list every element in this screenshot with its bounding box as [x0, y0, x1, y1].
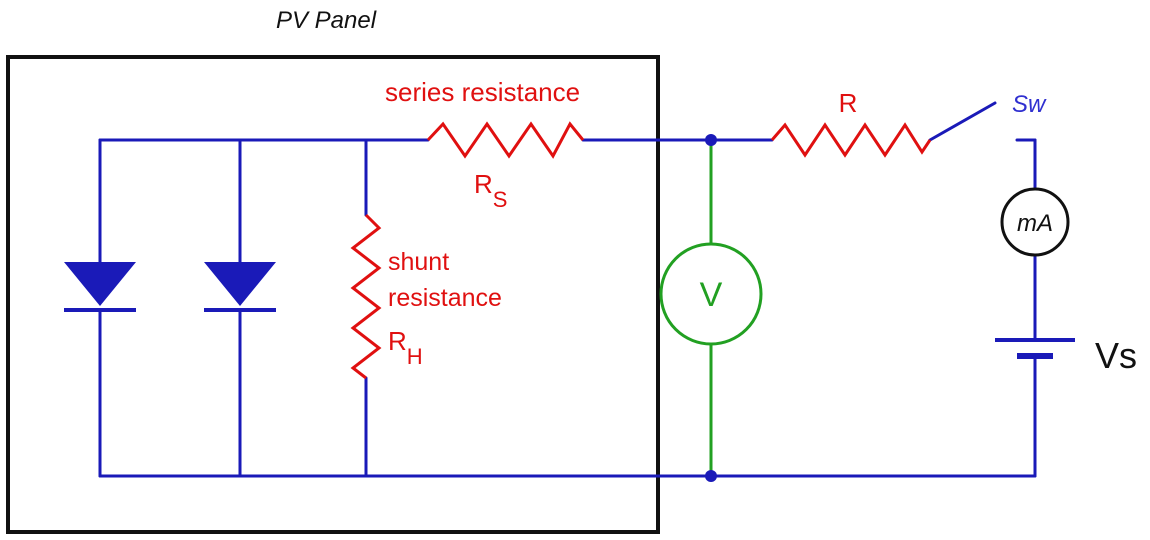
- ammeter: mA: [1000, 187, 1070, 257]
- shunt-resistor-symbol-sub: H: [407, 344, 423, 369]
- source-label: Vs: [1095, 335, 1137, 376]
- shunt-resistor-caption-line2: resistance: [388, 284, 502, 312]
- junction-bottom: [705, 470, 717, 482]
- series-resistor-caption: series resistance: [385, 77, 580, 107]
- load-resistor: [770, 122, 932, 158]
- pv-panel-title: PV Panel: [276, 7, 377, 34]
- diode-2-triangle: [204, 262, 276, 306]
- series-resistor-symbol: RS: [474, 169, 507, 212]
- shunt-resistor-symbol-main: R: [388, 326, 407, 356]
- voltmeter: V: [659, 140, 763, 476]
- series-resistor: [426, 121, 585, 159]
- battery: [995, 338, 1075, 359]
- shunt-resistor-caption-line1: shunt: [388, 248, 449, 276]
- diode-1: [64, 262, 136, 312]
- shunt-resistor: [350, 213, 382, 380]
- voltmeter-circle: [659, 242, 763, 346]
- switch-lever: [928, 101, 997, 142]
- load-resistor-symbol: R: [839, 88, 858, 118]
- switch-label: Sw: [1012, 91, 1047, 118]
- series-resistor-symbol-main: R: [474, 169, 493, 199]
- ammeter-label: mA: [1017, 210, 1053, 237]
- diode-2: [204, 262, 276, 312]
- diode-1-triangle: [64, 262, 136, 306]
- junction-top: [705, 134, 717, 146]
- shunt-resistor-symbol: RH: [388, 326, 423, 369]
- ammeter-circle: [1000, 187, 1070, 257]
- pv-panel-frame: [6, 55, 660, 534]
- voltmeter-label: V: [700, 276, 723, 314]
- series-resistor-symbol-sub: S: [493, 187, 508, 212]
- wiring: [98, 101, 1037, 478]
